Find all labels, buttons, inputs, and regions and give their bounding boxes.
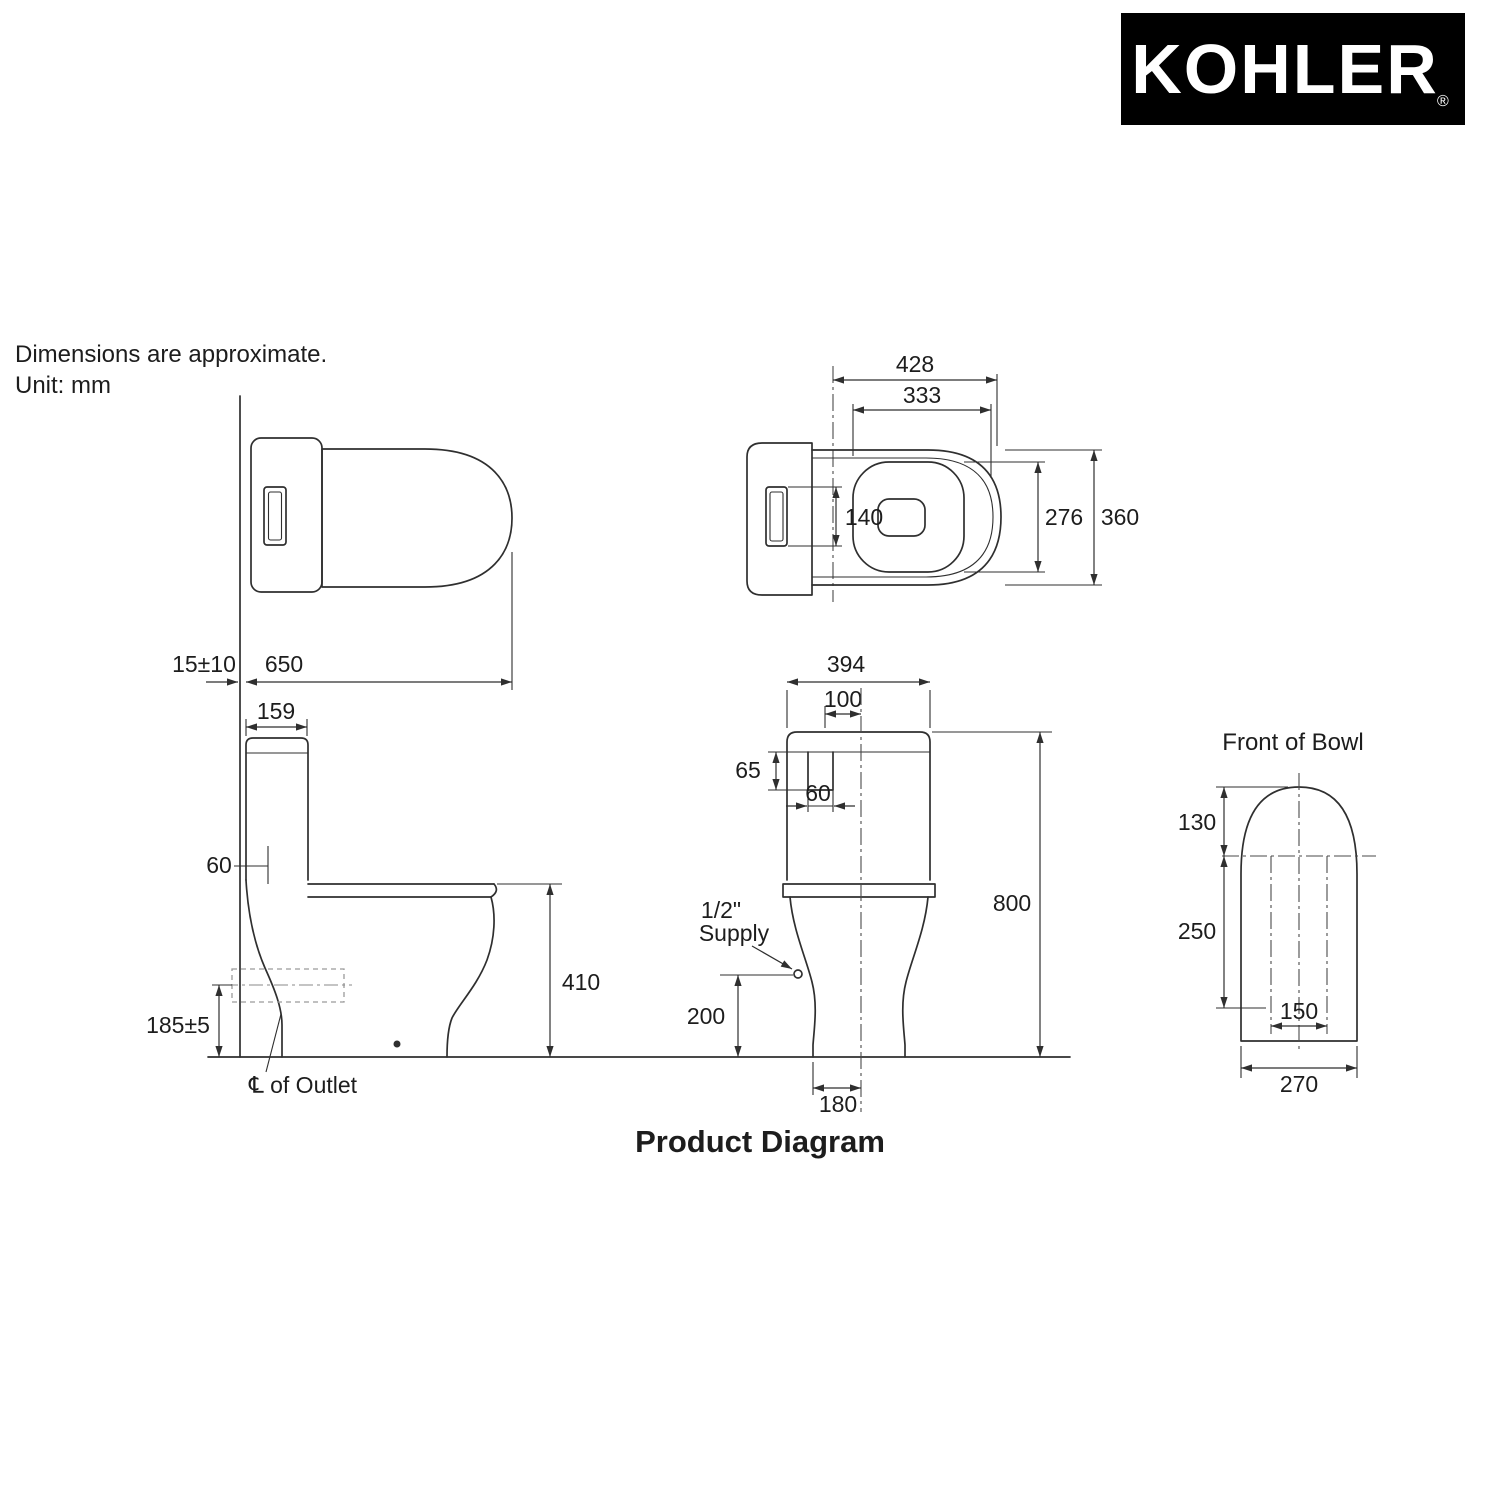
outlet-label: ℄ of Outlet: [248, 1072, 358, 1098]
outlet-leader: [265, 1013, 282, 1073]
dim-inner-width-label: 150: [1280, 998, 1318, 1024]
base-fixing-dot: [393, 1040, 401, 1048]
supply-label-line1: 1/2": [701, 897, 741, 923]
tank-top-outline: [746, 442, 813, 596]
dim-base-offset-label: 180: [819, 1091, 857, 1117]
bowl-inner-edge: [812, 457, 994, 578]
logo-background: [1121, 13, 1465, 125]
dim-lid-mid-label: 250: [1178, 918, 1216, 944]
dim-seat-length-label: 428: [896, 351, 934, 377]
tank-side-outline: [245, 737, 309, 881]
inlet-notch: [807, 751, 834, 791]
note-line-2: Unit: mm: [15, 372, 111, 399]
top-plan-view: 428 333 140 276 360: [746, 351, 1139, 602]
dim-outlet-height-label: 185±5: [146, 1012, 210, 1038]
seat-opening-outline: [852, 461, 965, 573]
dim-tank-width-label: 394: [827, 651, 866, 677]
dim-total-height-label: 800: [993, 890, 1031, 916]
supply-label-line2: Supply: [699, 920, 770, 946]
front-of-bowl-label: Front of Bowl: [1222, 729, 1363, 756]
seat-plan-outline: [321, 448, 513, 588]
dim-opening-width-label: 276: [1045, 504, 1083, 530]
pedestal-left-profile: [789, 896, 817, 1058]
supply-point: [793, 969, 803, 979]
dim-tank-depth-label: 159: [257, 698, 295, 724]
seat-tip: [490, 883, 498, 898]
note-line-1: Dimensions are approximate.: [15, 341, 327, 368]
dim-inlet-offset-label: 100: [824, 686, 862, 712]
side-plan-view: [239, 395, 513, 1058]
logo-wordmark: KOHLER: [1131, 30, 1439, 108]
dim-bowl-width-label: 360: [1101, 504, 1139, 530]
flush-button-outline: [263, 486, 287, 546]
front-of-bowl-view: Front of Bowl 130 250 150 270: [1178, 729, 1376, 1097]
tank-front-outline: [786, 731, 931, 881]
dim-button-length-label: 140: [845, 504, 883, 530]
dim-inlet-depth-label: 65: [735, 757, 761, 783]
dim-lid-top-label: 130: [1178, 809, 1216, 835]
dim-seat-offset-label: 60: [206, 852, 232, 878]
dim-overall-width-label: 270: [1280, 1071, 1318, 1097]
dim-wall-gap-label: 15±10: [172, 651, 236, 677]
diagram-title: Product Diagram: [635, 1124, 885, 1159]
flush-button-top-inner: [769, 491, 784, 542]
supply-leader-arrow: [751, 945, 793, 970]
pedestal-right-profile: [901, 896, 929, 1058]
bowl-front-profile: [446, 896, 495, 1058]
dim-inlet-width-label: 60: [805, 780, 831, 806]
front-elevation-view: 394 100 65 60 1/2" Supply 200: [687, 651, 1052, 1117]
flush-button-inner: [267, 491, 283, 541]
flush-button-top-outline: [765, 486, 788, 547]
kohler-logo: KOHLER ®: [1121, 13, 1465, 125]
seat-front-lines: [782, 883, 936, 898]
dim-overall-depth-label: 650: [265, 651, 303, 677]
dim-supply-height-label: 200: [687, 1003, 725, 1029]
side-elevation-view: 15±10 650 159 60 185±5 410 ℄ of Outl: [146, 552, 600, 1098]
registered-mark: ®: [1437, 93, 1449, 110]
bowl-back-profile: [245, 879, 283, 1058]
bowl-outer-outline: [811, 449, 1002, 586]
dim-opening-length-label: 333: [903, 382, 941, 408]
trapway-outline: [877, 498, 926, 537]
dim-rim-height-label: 410: [562, 969, 600, 995]
